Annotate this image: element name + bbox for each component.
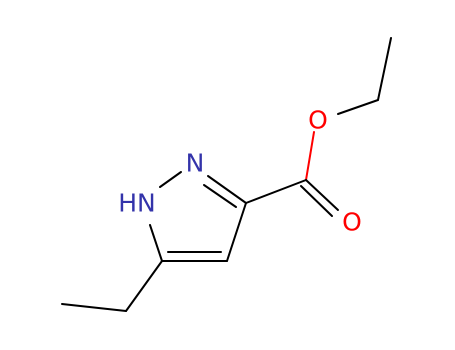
bond-ch3-ch2-ester	[377, 37, 392, 101]
bond-carbonyl-double-2	[300, 185, 333, 217]
bond-c5-ch2	[125, 260, 163, 312]
bond-n2-c3-outer	[207, 175, 247, 204]
carbonyl-oxygen-label: O	[342, 208, 362, 237]
bond-carbonyl-double-1	[305, 179, 339, 211]
bond-ch2-ch3	[61, 303, 127, 312]
nh-nitrogen-label: HN	[118, 189, 156, 218]
bond-ch2-o-ester	[337, 99, 379, 115]
bond-o-carbonyl-carbon	[305, 131, 315, 181]
ether-oxygen-label: O	[308, 106, 328, 135]
bond-c3-carbonyl	[245, 179, 307, 204]
bond-n1-n2	[159, 171, 182, 188]
bond-c3-c4	[226, 202, 247, 262]
bond-n2-c3-inner	[203, 184, 237, 208]
bond-c5-n1	[149, 224, 163, 262]
ring-nitrogen-label: N	[186, 149, 205, 178]
